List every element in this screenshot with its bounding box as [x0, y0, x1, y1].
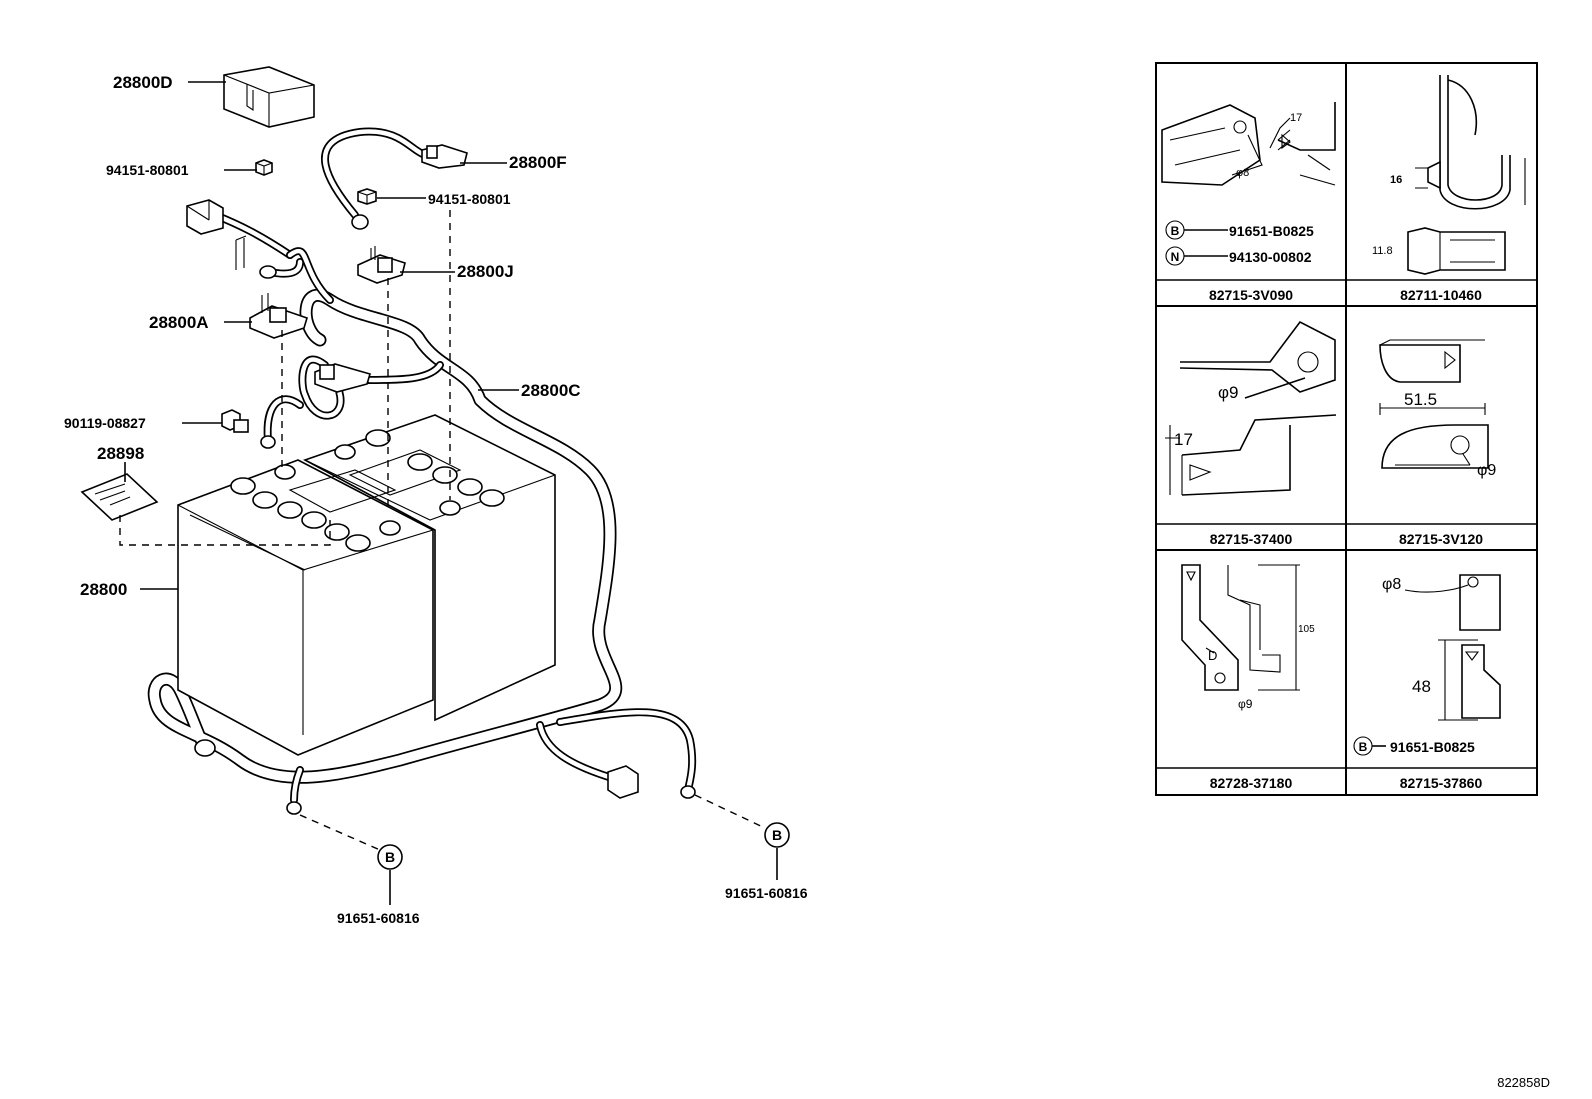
- upper-connector: [186, 199, 277, 279]
- b-symbol-left: B: [377, 844, 403, 870]
- right-connector: [607, 765, 639, 799]
- detail-panel-82715-3v090: 17 φ8 B 91651-B0825 N 94130-00802 82715-…: [1161, 102, 1336, 303]
- lug-right: [680, 785, 696, 799]
- detail-grid: 17 φ8 B 91651-B0825 N 94130-00802 82715-…: [1155, 62, 1538, 796]
- b-symbol-right: B: [764, 822, 790, 848]
- svg-text:105: 105: [1298, 624, 1315, 635]
- svg-text:φ9: φ9: [1218, 383, 1238, 402]
- callout-bolt: 90119-08827: [64, 415, 146, 431]
- detail-panel-82715-37860: B 91651-B0825 φ8 48 82715-37860: [1353, 574, 1501, 791]
- detail-panel-82711-10460: 16 11.8 82711-10460: [1372, 75, 1526, 303]
- terminal-a: [249, 293, 308, 339]
- svg-text:φ8: φ8: [1236, 167, 1249, 179]
- legend-part: 94130-00802: [1229, 249, 1312, 265]
- diagram-id: 822858D: [1497, 1075, 1550, 1090]
- label-plate: [80, 473, 159, 521]
- main-assembly: B B 28800D 94151-80801 28800F 94151-8080…: [64, 66, 808, 926]
- svg-text:11.8: 11.8: [1372, 245, 1393, 257]
- callout-nut-center: 94151-80801: [428, 191, 511, 207]
- callout-terminal-j: 28800J: [457, 262, 514, 281]
- svg-text:16: 16: [1390, 174, 1402, 186]
- battery-rear: [303, 414, 556, 722]
- reference-lines: [119, 210, 766, 851]
- positive-cable: [321, 127, 468, 230]
- svg-text:B: B: [772, 827, 782, 843]
- terminal-clamp: [260, 363, 371, 449]
- callout-terminal-a: 28800A: [149, 313, 209, 332]
- legend-part: 91651-B0825: [1229, 223, 1314, 239]
- battery-front: [177, 459, 434, 756]
- callout-label-plate: 28898: [97, 444, 144, 463]
- svg-text:B: B: [1359, 740, 1368, 754]
- detail-panel-82715-3v120: 51.5 φ9 82715-3V120: [1379, 339, 1496, 547]
- leader-lines: [124, 81, 778, 905]
- callout-nut-left: 94151-80801: [106, 162, 189, 178]
- nut-center: [357, 188, 377, 205]
- terminal-cover: [223, 66, 315, 128]
- end-boot: [194, 739, 216, 757]
- callout-harness: 28800C: [521, 381, 581, 400]
- svg-text:51.5: 51.5: [1404, 390, 1437, 409]
- panel-part-number: 82715-37400: [1210, 531, 1293, 547]
- panel-part-number: 82715-3V120: [1399, 531, 1483, 547]
- callout-labels: 28800D 94151-80801 28800F 94151-80801 28…: [64, 73, 808, 926]
- nut-left: [255, 159, 273, 176]
- lug-left: [286, 801, 302, 815]
- svg-text:B: B: [385, 849, 395, 865]
- detail-panel-82715-37400: φ9 17 82715-37400: [1165, 320, 1337, 547]
- svg-text:φ9: φ9: [1477, 462, 1496, 479]
- svg-text:17: 17: [1290, 112, 1302, 124]
- panel-part-number: 82728-37180: [1210, 775, 1293, 791]
- terminal-j: [357, 246, 406, 284]
- callout-battery: 28800: [80, 580, 127, 599]
- harness-cable: [147, 211, 697, 804]
- svg-text:N: N: [1171, 250, 1180, 264]
- detail-panel-82728-37180: D 105 φ9 82728-37180: [1181, 564, 1315, 791]
- panel-part-number: 82715-37860: [1400, 775, 1483, 791]
- callout-cover: 28800D: [113, 73, 173, 92]
- legend-part: 91651-B0825: [1390, 739, 1475, 755]
- bolt: [221, 409, 249, 433]
- svg-text:17: 17: [1174, 430, 1193, 449]
- panel-mark: D: [1208, 648, 1217, 663]
- svg-text:φ8: φ8: [1382, 576, 1401, 593]
- svg-text:48: 48: [1412, 677, 1431, 696]
- svg-text:φ9: φ9: [1238, 697, 1253, 711]
- panel-part-number: 82711-10460: [1400, 287, 1482, 303]
- callout-positive-cable: 28800F: [509, 153, 567, 172]
- svg-text:B: B: [1171, 224, 1180, 238]
- callout-bolt-b-right: 91651-60816: [725, 885, 808, 901]
- panel-part-number: 82715-3V090: [1209, 287, 1293, 303]
- callout-bolt-b-left: 91651-60816: [337, 910, 420, 926]
